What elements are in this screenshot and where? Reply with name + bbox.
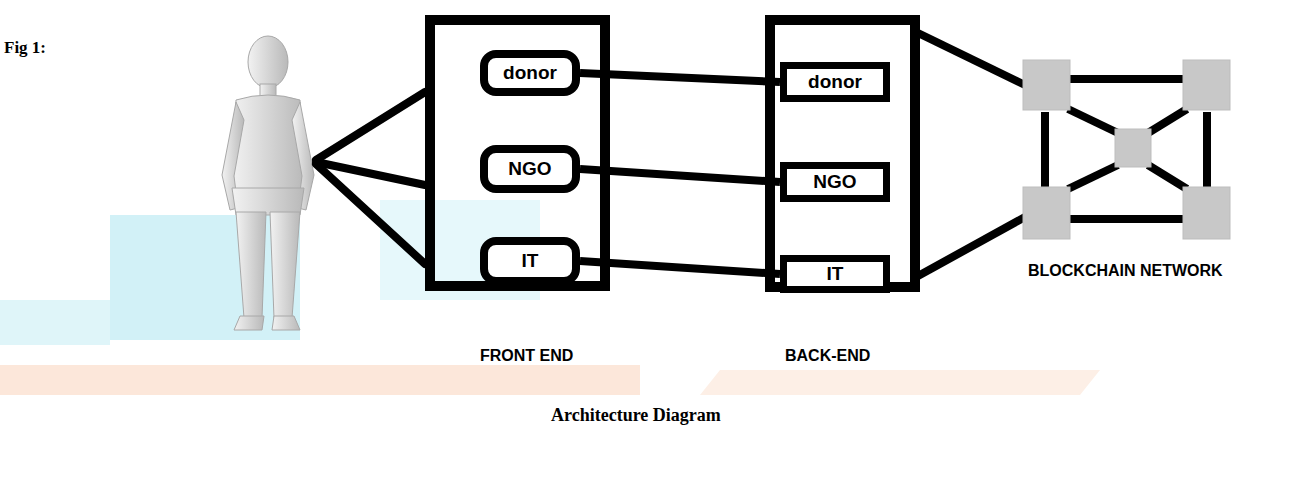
front-end-box: FRONT ENDdonorNGOIT	[425, 15, 610, 291]
module-label: NGO	[508, 158, 551, 180]
connector-line	[918, 33, 1025, 85]
connector-line	[918, 217, 1025, 276]
backend-module: IT	[780, 255, 890, 293]
frontend-module: donor	[480, 50, 580, 96]
figure-caption: Architecture Diagram	[551, 405, 721, 426]
module-label: donor	[503, 62, 557, 84]
connector-line	[580, 261, 780, 274]
module-label: donor	[808, 71, 862, 93]
connector-line	[580, 169, 780, 182]
section-label: FRONT END	[480, 347, 573, 365]
blockchain-network: BLOCKCHAIN NETWORK	[1020, 57, 1232, 242]
back-end-box: BACK-ENDdonorNGOIT	[765, 15, 920, 292]
frontend-module: NGO	[480, 145, 580, 193]
backend-module: donor	[780, 62, 890, 102]
frontend-module: IT	[480, 237, 580, 285]
module-label: IT	[827, 263, 844, 285]
module-label: IT	[522, 250, 539, 272]
network-graphic	[1020, 57, 1232, 242]
section-label: BLOCKCHAIN NETWORK	[1028, 262, 1223, 280]
backend-module: NGO	[780, 162, 890, 202]
connector-line	[580, 73, 780, 82]
module-label: NGO	[813, 171, 856, 193]
figure-number: Fig 1:	[4, 38, 46, 58]
section-label: BACK-END	[785, 347, 870, 365]
